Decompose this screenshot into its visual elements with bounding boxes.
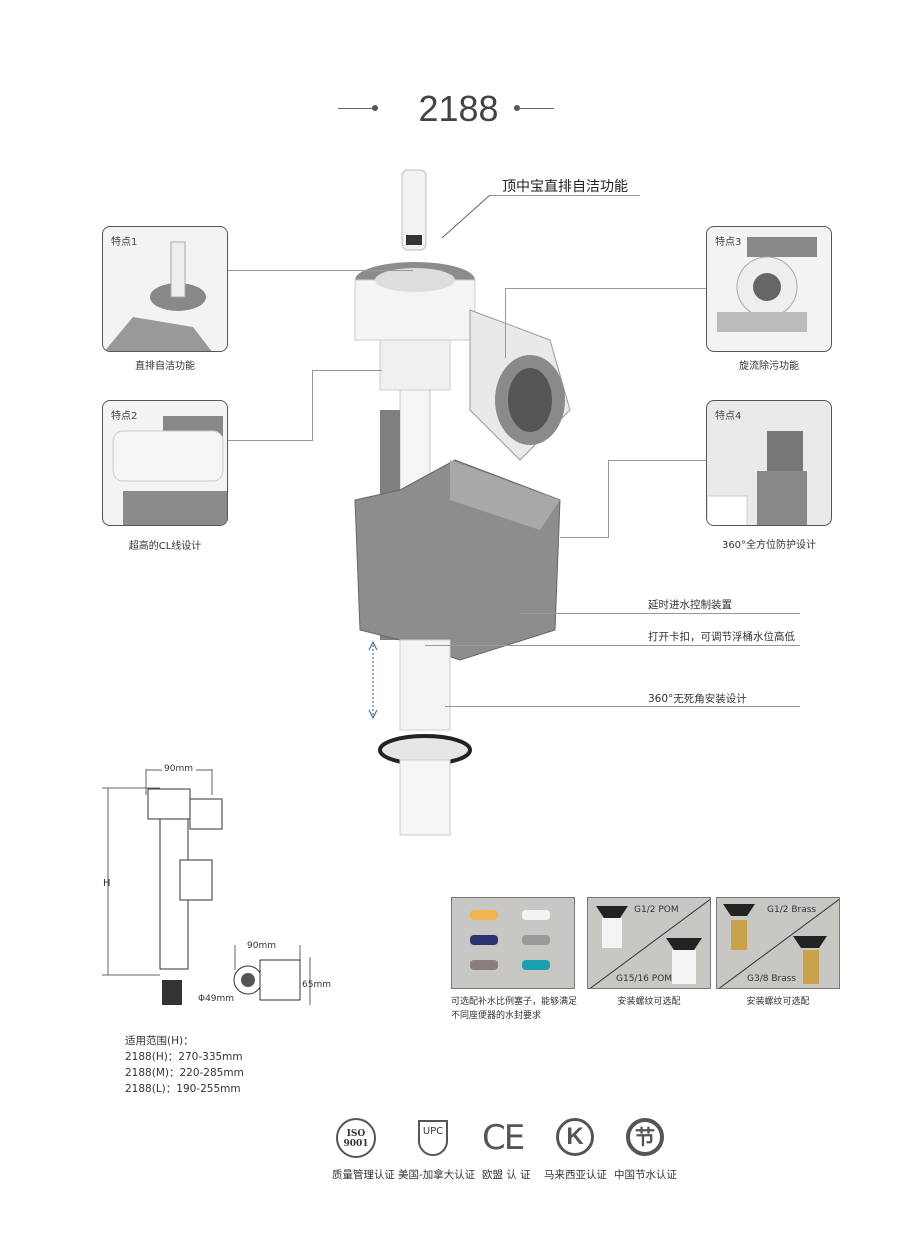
- top-callout-leader: [441, 195, 491, 239]
- option-brass-top: G1/2 Brass: [767, 905, 817, 915]
- option-stoppers-caption: 可选配补水比例塞子，能够满足不同座便器的水封要求: [451, 997, 578, 1021]
- cert-label-upc: 美国-加拿大认证: [398, 1169, 476, 1181]
- feature-label-1: 直排自洁功能: [135, 361, 195, 372]
- cert-label-china: 中国节水认证: [614, 1169, 677, 1181]
- option-brass-bottom: G3/8 Brass: [747, 974, 797, 984]
- feature-label-3: 旋流除污功能: [739, 361, 799, 372]
- page-title: 2188: [418, 88, 499, 129]
- feature-box-3: 特点3: [706, 226, 832, 352]
- range-row: 2188(L)：190-255mm: [125, 1083, 241, 1095]
- feature-tag: 特点4: [715, 411, 742, 422]
- upc-logo: UPC: [418, 1120, 448, 1156]
- top-callout-line: [490, 195, 640, 196]
- leader-line-2c: [312, 370, 382, 371]
- callout-line-3: [445, 706, 800, 707]
- option-pom-thread: G1/2 POM G15/16 POM: [587, 897, 711, 989]
- leader-line-1: [228, 270, 413, 271]
- feature-tag: 特点1: [111, 237, 138, 248]
- range-row: 2188(M)：220-285mm: [125, 1067, 244, 1079]
- range-row: 2188(H)：270-335mm: [125, 1051, 243, 1063]
- callout-360-install: 360°无死角安装设计: [648, 693, 747, 705]
- leader-line-2a: [228, 440, 313, 441]
- leader-line-3a: [505, 288, 706, 289]
- dim-width-bottom: 90mm: [247, 941, 276, 951]
- feature-box-1: 特点1: [102, 226, 228, 352]
- title-dot-right: [514, 105, 520, 111]
- callout-line-1: [520, 613, 800, 614]
- feature-box-4: 特点4: [706, 400, 832, 526]
- range-heading: 适用范围(H)：: [125, 1035, 194, 1047]
- leader-line-3b: [505, 288, 506, 358]
- china-water-saving-logo: 节: [626, 1118, 664, 1156]
- feature-box-2: 特点2: [102, 400, 228, 526]
- cert-label-ce: 欧盟 认 证: [482, 1169, 531, 1181]
- option-brass-caption: 安装螺纹可选配: [746, 997, 810, 1007]
- feature-tag: 特点2: [111, 411, 138, 422]
- cert-label-iso: 质量管理认证: [332, 1169, 395, 1181]
- title-line-left: [338, 108, 374, 109]
- feature-tag: 特点3: [715, 237, 742, 248]
- title-line-right: [518, 108, 554, 109]
- top-callout: 顶中宝直排自洁功能: [502, 179, 628, 195]
- dim-height: H: [103, 878, 111, 889]
- option-stoppers: [451, 897, 575, 989]
- height-range-spec: 适用范围(H)： 2188(H)：270-335mm 2188(M)：220-2…: [125, 1033, 244, 1097]
- dimension-drawing: [102, 769, 311, 1005]
- callout-float-adjust: 打开卡扣，可调节浮桶水位高低: [648, 631, 795, 643]
- leader-line-4a: [608, 460, 706, 461]
- k-mark-logo: K: [556, 1118, 594, 1156]
- option-pom-top: G1/2 POM: [634, 905, 679, 915]
- cert-label-kmark: 马来西亚认证: [544, 1169, 607, 1181]
- leader-line-2b: [312, 370, 313, 441]
- feature-label-4: 360°全方位防护设计: [721, 540, 817, 551]
- title-dot-left: [372, 105, 378, 111]
- dim-depth: 65mm: [302, 980, 331, 990]
- product-illustration: [354, 169, 571, 836]
- option-brass-thread: G1/2 Brass G3/8 Brass: [716, 897, 840, 989]
- callout-line-2: [425, 645, 800, 646]
- option-pom-caption: 安装螺纹可选配: [617, 997, 681, 1007]
- leader-line-4b: [608, 460, 609, 538]
- ce-logo: CE: [482, 1118, 525, 1158]
- dim-width-top: 90mm: [164, 764, 193, 774]
- leader-line-4c: [560, 537, 609, 538]
- callout-delay-inlet: 延时进水控制装置: [648, 599, 732, 611]
- option-pom-bottom: G15/16 POM: [616, 974, 673, 984]
- iso-9001-logo: ISO 9001: [336, 1118, 376, 1158]
- feature-label-2: 超高的CL线设计: [128, 541, 202, 552]
- dim-diameter: Φ49mm: [198, 994, 235, 1004]
